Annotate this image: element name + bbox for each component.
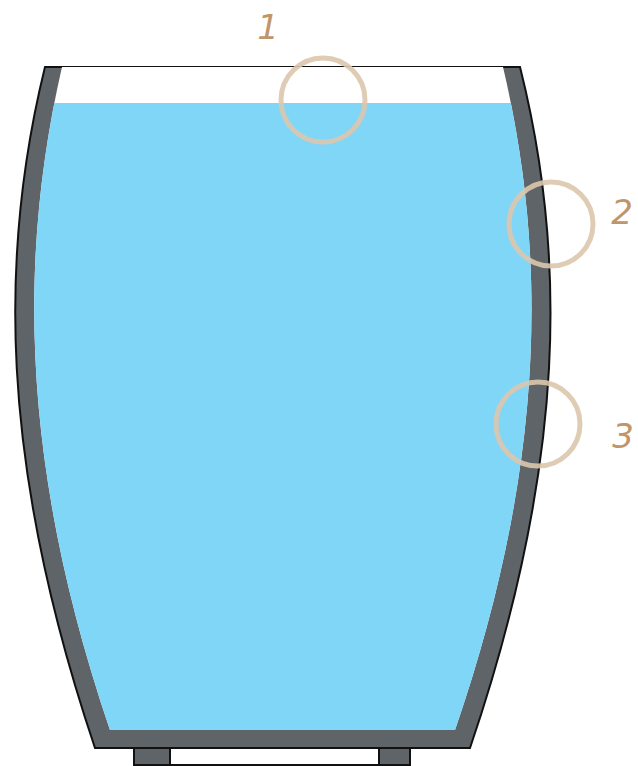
callout-number: 3 [612, 419, 634, 453]
callout-number: 2 [611, 195, 633, 229]
base-line [134, 764, 410, 766]
water [0, 103, 638, 743]
callout-number: 1 [257, 10, 279, 44]
callout-circle [496, 382, 580, 466]
callout-circle [281, 58, 365, 142]
callout-circle [509, 182, 593, 266]
